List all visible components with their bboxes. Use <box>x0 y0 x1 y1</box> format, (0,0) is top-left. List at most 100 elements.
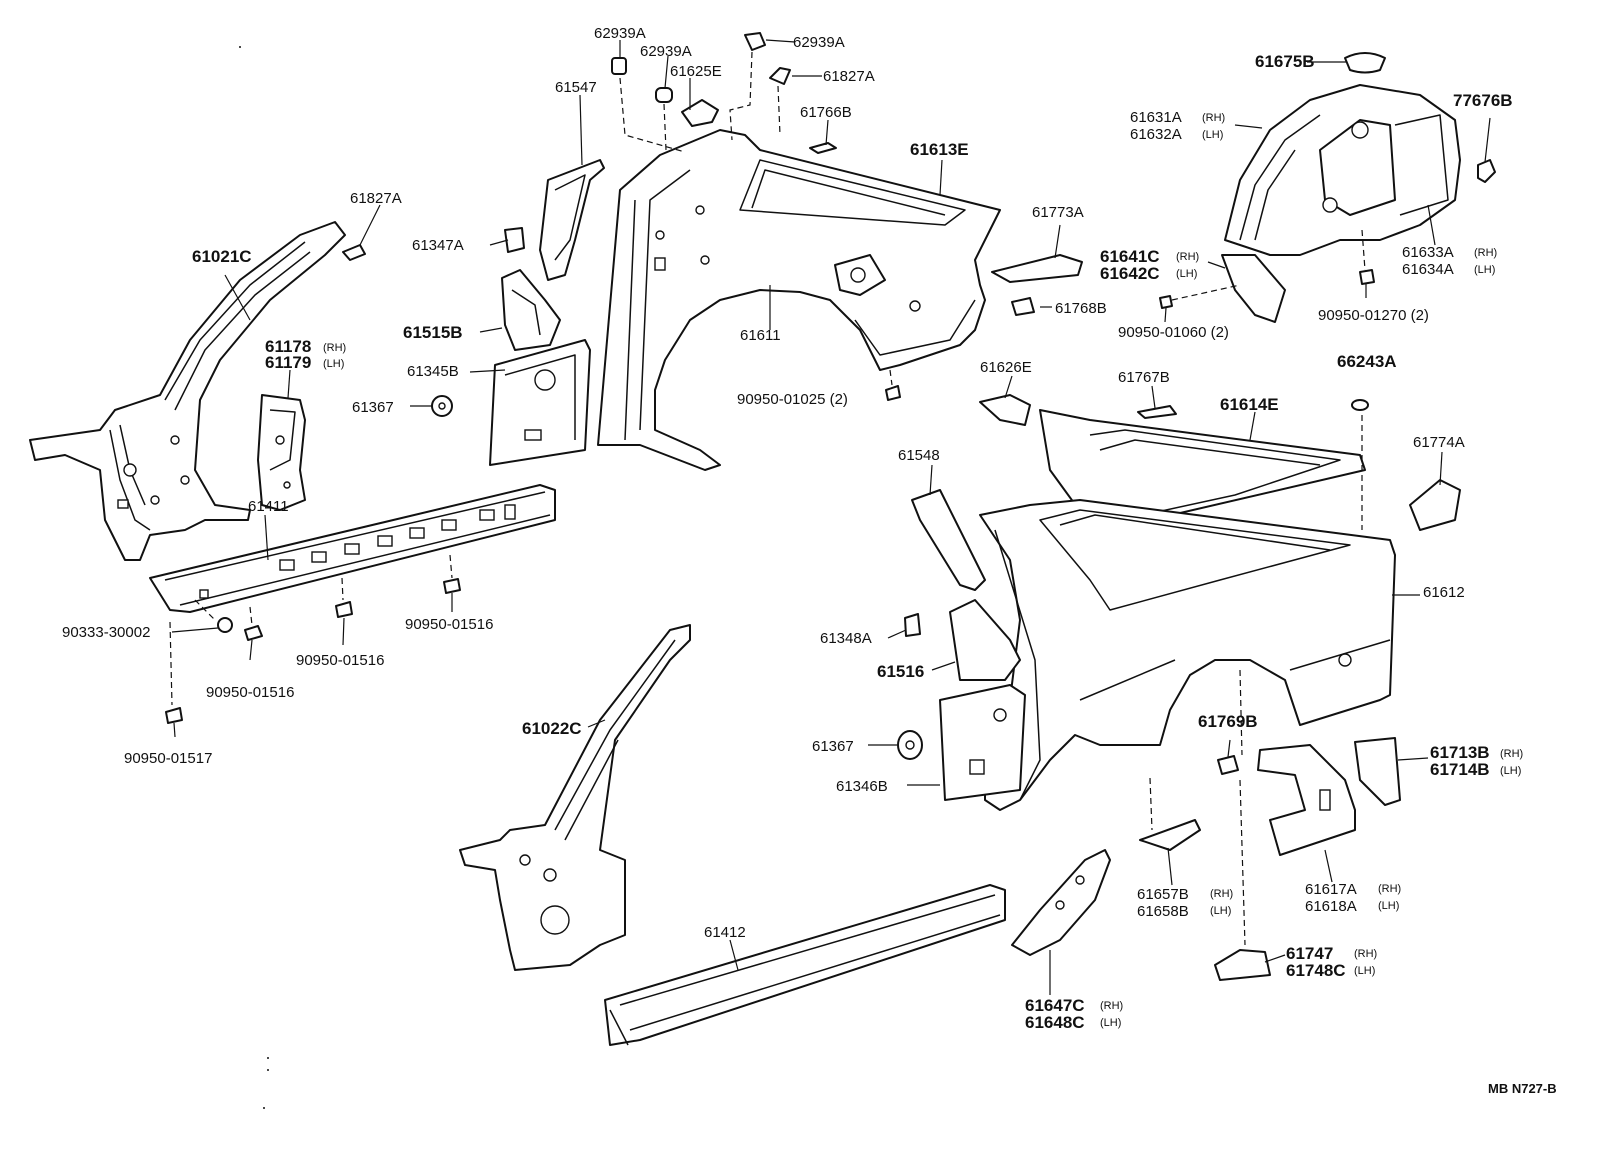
label-61411: 61411 <box>248 498 289 515</box>
label-61625e: 61625E <box>670 63 722 80</box>
clip-90950-01516-c <box>443 578 461 594</box>
bracket-61747 <box>1214 949 1271 981</box>
label-77676b: 77676B <box>1453 91 1513 110</box>
label-61345b: 61345B <box>407 363 459 380</box>
label-62939a-2: 62939A <box>640 43 692 60</box>
panel-61774a <box>1409 479 1461 531</box>
label-61714b-lh: (LH) <box>1500 765 1521 777</box>
inner-panel-61345b <box>489 339 591 466</box>
label-61648c: 61648C <box>1025 1013 1085 1032</box>
bracket-61657b <box>1139 819 1201 851</box>
speck <box>239 46 241 48</box>
plug-66243a <box>1351 399 1369 411</box>
label-61827a-left: 61827A <box>350 190 402 207</box>
label-61748c-lh: (LH) <box>1354 965 1375 977</box>
center-pillar-61022c <box>459 624 691 971</box>
quarter-outer-61612 <box>979 499 1396 811</box>
label-90333-30002: 90333-30002 <box>62 624 150 641</box>
label-90950-01516-c: 90950-01516 <box>405 616 493 633</box>
cap-61675b <box>1344 52 1386 74</box>
clip-61766b <box>809 142 837 154</box>
pillar-reinforcement-61178 <box>257 394 306 511</box>
label-61367-bottom: 61367 <box>812 738 854 755</box>
label-90950-01270: 90950-01270 (2) <box>1318 307 1429 324</box>
pillar-61548 <box>911 489 986 591</box>
cover-61827a-top <box>769 67 791 85</box>
label-66243a: 66243A <box>1337 352 1397 371</box>
label-61631a: 61631A <box>1130 109 1182 126</box>
label-61611: 61611 <box>740 327 781 344</box>
label-61346b: 61346B <box>836 778 888 795</box>
panel-61713b <box>1354 737 1401 806</box>
label-61631a-rh: (RH) <box>1202 112 1225 124</box>
label-61641c-rh: (RH) <box>1176 251 1199 263</box>
label-61412: 61412 <box>704 924 746 941</box>
speck <box>267 1057 269 1059</box>
cap-62939a-2 <box>655 87 673 103</box>
cap-62939a-3 <box>744 32 766 51</box>
leader-lines <box>171 39 1491 995</box>
label-90950-01025: 90950-01025 (2) <box>737 391 848 408</box>
bracket-61347a <box>504 227 525 253</box>
label-61747: 61747 <box>1286 944 1333 963</box>
label-61613e: 61613E <box>910 140 969 159</box>
label-61657b-rh: (RH) <box>1210 888 1233 900</box>
label-61713b-rh: (RH) <box>1500 748 1523 760</box>
label-61634a: 61634A <box>1402 261 1454 278</box>
rocker-panel-61411 <box>149 484 556 613</box>
label-61618a-lh: (LH) <box>1378 900 1399 912</box>
wheel-arch-61617a <box>1257 744 1356 856</box>
bracket-61626e <box>979 394 1031 426</box>
label-61626e: 61626E <box>980 359 1032 376</box>
front-pillar-61021c <box>29 221 346 561</box>
inner-panel-61346b <box>939 684 1026 801</box>
label-61367-top: 61367 <box>352 399 394 416</box>
label-61617a-rh: (RH) <box>1378 883 1401 895</box>
label-61713b: 61713B <box>1430 743 1490 762</box>
clip-90950-01516-b <box>335 601 353 618</box>
label-61774a: 61774A <box>1413 434 1465 451</box>
label-61658b: 61658B <box>1137 903 1189 920</box>
label-61179: 61179 <box>265 353 311 372</box>
clip-61767b <box>1137 405 1177 419</box>
rocker-panel-61412 <box>604 884 1006 1046</box>
grommet-61827a-left <box>342 244 366 261</box>
part-labels: 62939A 62939A 62939A 61625E 61827A 61547… <box>62 25 1557 1096</box>
label-61348a: 61348A <box>820 630 872 647</box>
label-61827a-top: 61827A <box>823 68 875 85</box>
label-61178: 61178 <box>265 337 311 356</box>
panel-61641c <box>1221 254 1286 323</box>
label-61647c: 61647C <box>1025 996 1085 1015</box>
gusset-61515b <box>501 269 561 351</box>
label-61767b: 61767B <box>1118 369 1170 386</box>
quarter-inner-61614e <box>1039 409 1366 526</box>
label-61612: 61612 <box>1423 584 1465 601</box>
label-90950-01516-b: 90950-01516 <box>296 652 384 669</box>
label-61766b: 61766B <box>800 104 852 121</box>
label-61632a-lh: (LH) <box>1202 129 1223 141</box>
clip-90950-01270 <box>1359 269 1375 285</box>
label-62939a-1: 62939A <box>594 25 646 42</box>
label-61768b: 61768B <box>1055 300 1107 317</box>
label-90950-01060: 90950-01060 (2) <box>1118 324 1229 341</box>
bracket-61625e <box>681 99 719 127</box>
bracket-61348a <box>904 613 921 637</box>
label-61714b: 61714B <box>1430 760 1490 779</box>
speck <box>263 1107 265 1109</box>
quarter-panel-61611 <box>597 129 1001 471</box>
label-61658b-lh: (LH) <box>1210 905 1231 917</box>
label-61618a: 61618A <box>1305 898 1357 915</box>
clip-61768b <box>1011 297 1035 316</box>
clip-77676b <box>1477 159 1496 183</box>
cap-62939a-1 <box>611 57 627 75</box>
footer-code: MB N727-B <box>1488 1081 1557 1096</box>
gusset-61516 <box>949 599 1021 681</box>
label-61747-rh: (RH) <box>1354 948 1377 960</box>
label-61515b: 61515B <box>403 323 463 342</box>
label-61648c-lh: (LH) <box>1100 1017 1121 1029</box>
label-61642c: 61642C <box>1100 264 1160 283</box>
label-61179-lh: (LH) <box>323 358 344 370</box>
pillar-61547 <box>539 159 605 281</box>
label-61614e: 61614E <box>1220 395 1279 414</box>
